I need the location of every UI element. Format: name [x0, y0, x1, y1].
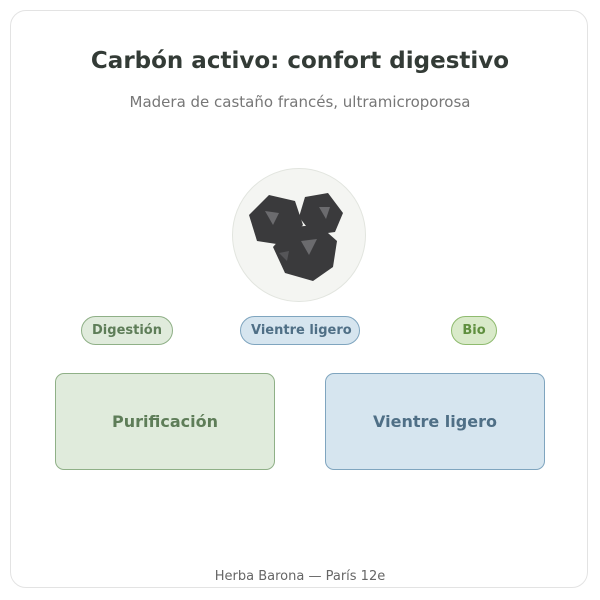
- page-title: Carbón activo: confort digestivo: [90, 48, 510, 74]
- hero-illustration: [232, 168, 366, 302]
- tag-digestion: Digestión: [81, 316, 173, 345]
- charcoal-facet: [301, 239, 317, 255]
- charcoal-facet: [319, 207, 330, 219]
- benefit-box-vientre-ligero: Vientre ligero: [325, 373, 545, 470]
- charcoal-pieces-icon: [249, 193, 343, 281]
- benefit-box-purificacion: Purificación: [55, 373, 275, 470]
- charcoal-piece: [273, 225, 337, 281]
- tag-vientre-ligero: Vientre ligero: [240, 316, 360, 345]
- tag-bio: Bio: [451, 316, 497, 345]
- footer-text: Herba Barona — París 12e: [214, 569, 386, 584]
- benefit-label: Purificación: [112, 412, 218, 431]
- charcoal-facet: [265, 211, 279, 225]
- charcoal-piece: [299, 193, 343, 235]
- benefit-label: Vientre ligero: [373, 412, 497, 431]
- page-subtitle: Madera de castaño francés, ultramicropor…: [129, 93, 471, 111]
- charcoal-facet: [279, 251, 289, 261]
